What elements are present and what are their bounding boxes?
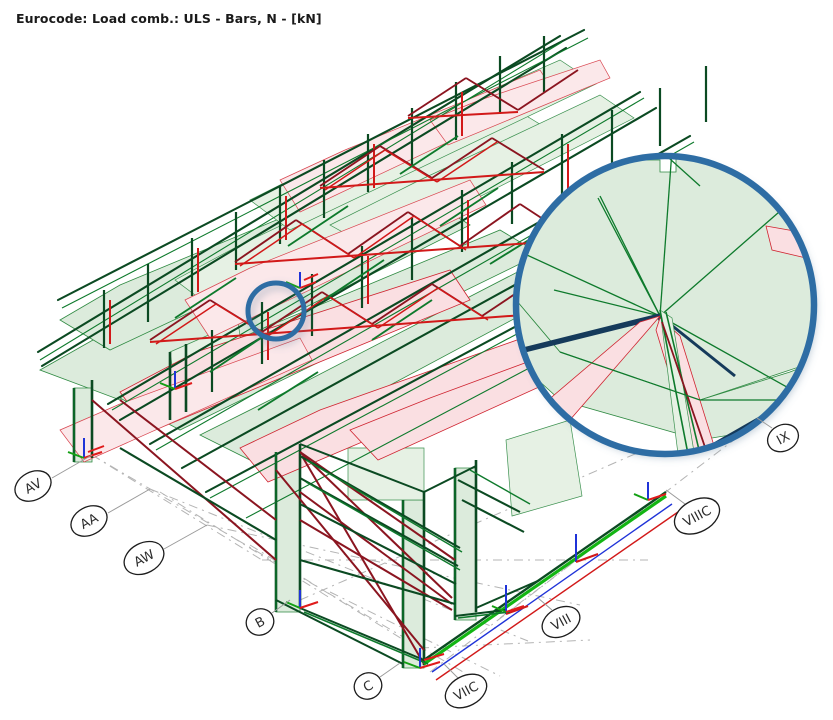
bubble-leader-line xyxy=(163,524,208,550)
bubble-outline xyxy=(14,470,52,502)
bubble-label: AV xyxy=(22,476,44,497)
chord-tie-diagrams xyxy=(149,111,593,343)
wall-bracing-compression xyxy=(119,447,525,606)
secondary-members xyxy=(275,443,541,665)
grid-bubble-viiic[interactable]: VIIIC xyxy=(665,489,726,541)
bubble-outline xyxy=(673,497,721,535)
grid-bubble-viic[interactable]: VIIC xyxy=(440,663,493,715)
grid-bubble-viii[interactable]: VIII xyxy=(537,597,585,644)
detail-circle[interactable] xyxy=(245,280,307,342)
truss-compression-members xyxy=(174,135,549,411)
bubble-leader-line xyxy=(271,599,291,614)
grid-bubble-c[interactable]: C xyxy=(350,662,401,704)
bubble-outline xyxy=(541,605,581,639)
secondary-members-outline xyxy=(303,611,511,665)
bubble-leader-line xyxy=(537,597,553,611)
grid-bubble-aa[interactable]: AA xyxy=(66,488,151,542)
bubble-leader-line xyxy=(665,489,686,505)
grid-bubble-aw[interactable]: AW xyxy=(118,524,208,581)
support-symbols xyxy=(67,272,667,669)
bubble-outline xyxy=(245,608,275,636)
bubble-leader-line xyxy=(379,662,401,678)
grid-bubble-av[interactable]: AV xyxy=(10,454,93,507)
support-VIIIC xyxy=(633,482,667,501)
support-VIII xyxy=(491,594,525,613)
bubble-outline xyxy=(766,423,800,453)
grid-bubble-ix[interactable]: IX xyxy=(756,417,803,457)
support-C xyxy=(403,648,445,669)
support-AV xyxy=(67,438,105,459)
bubble-label: IX xyxy=(774,429,792,448)
support-B xyxy=(285,590,319,609)
support-detail-node xyxy=(285,272,319,289)
bubble-leader-line xyxy=(756,417,773,429)
bubble-outline xyxy=(70,505,108,537)
bubble-outline xyxy=(353,672,383,700)
bubble-outline xyxy=(123,540,165,576)
column-outlines xyxy=(73,388,456,668)
bubble-leader-line xyxy=(443,663,459,679)
grid-bubble-b[interactable]: B xyxy=(242,599,291,640)
result-title: Eurocode: Load comb.: ULS - Bars, N - [k… xyxy=(16,11,322,26)
wall-bracing-outline xyxy=(305,459,531,571)
magnified-detail[interactable] xyxy=(512,150,820,462)
bubble-leader-line xyxy=(107,488,151,514)
support-mid-left xyxy=(159,371,193,390)
bubble-outline xyxy=(444,673,488,709)
bubble-leader-line xyxy=(51,454,93,479)
